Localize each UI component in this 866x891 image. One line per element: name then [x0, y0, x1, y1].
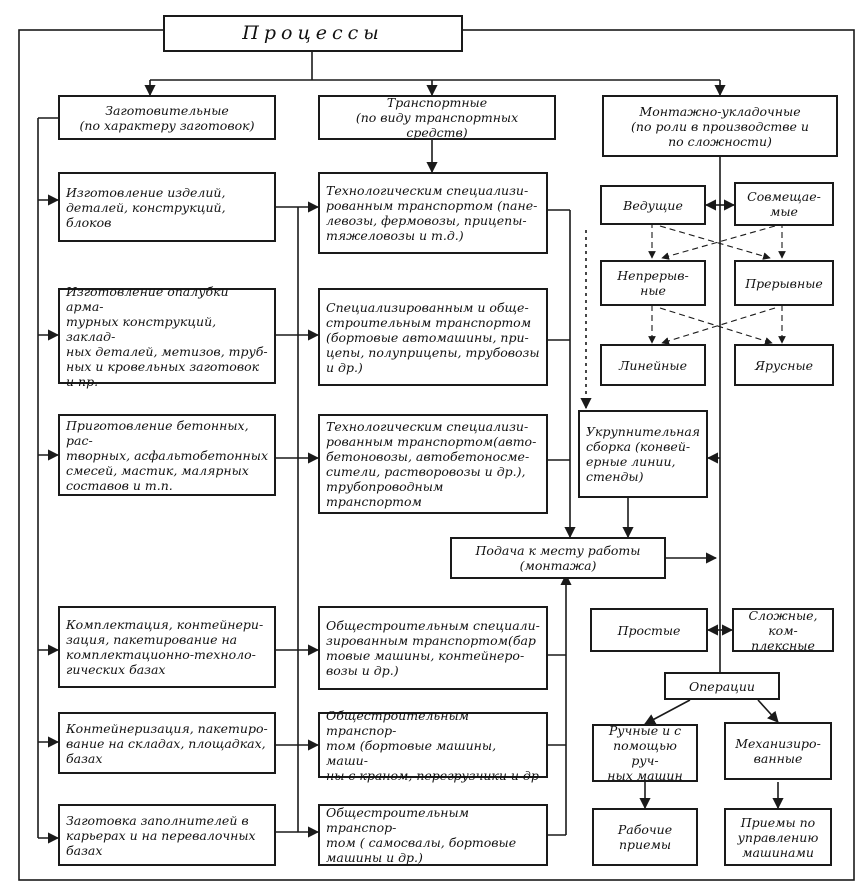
- transport-item-1: Технологическим специализи- рованным тра…: [318, 172, 548, 254]
- operations-box: Операции: [664, 672, 780, 700]
- header-transport: Транспортные (по виду транспортных средс…: [318, 95, 556, 140]
- transport-item-6: Общестроительным транспор- том ( самосва…: [318, 804, 548, 866]
- transport-item-3: Технологическим специализи- рованным тра…: [318, 414, 548, 514]
- procurement-item-5: Контейнеризация, пакетиро- вание на скла…: [58, 712, 276, 774]
- transport-item-5: Общестроительным транспор- том (бортовые…: [318, 708, 548, 783]
- role-combined: Совмещае- мые: [734, 182, 834, 226]
- role-discontinuous: Прерывные: [734, 260, 834, 306]
- role-linear: Линейные: [600, 344, 706, 386]
- role-continuous: Непрерыв- ные: [600, 260, 706, 306]
- procurement-item-6: Заготовка заполнителей в карьерах и на п…: [58, 804, 276, 866]
- role-leading: Ведущие: [600, 185, 706, 225]
- delivery-box: Подача к месту работы (монтажа): [450, 537, 666, 579]
- complexity-complex: Сложные, ком- плексные: [732, 608, 834, 653]
- techniques-machine-control: Приемы по управлению машинами: [724, 808, 832, 866]
- role-tiered: Ярусные: [734, 344, 834, 386]
- header-procurement: Заготовительные (по характеру заготовок): [58, 95, 276, 140]
- techniques-working: Рабочие приемы: [592, 808, 698, 866]
- page-title: Процессы: [163, 15, 463, 52]
- procurement-item-4: Комплектация, контейнери- зация, пакетир…: [58, 606, 276, 688]
- procurement-item-2: Изготовление опалубки арма- турных конст…: [58, 284, 276, 389]
- header-assembly: Монтажно-укладочные (по роли в производс…: [602, 95, 838, 157]
- transport-item-4: Общестроительным специали- зированным тр…: [318, 606, 548, 690]
- complexity-simple: Простые: [590, 608, 708, 652]
- procurement-item-1: Изготовление изделий, деталей, конструкц…: [58, 172, 276, 242]
- operations-manual: Ручные и с помощью руч- ных машин: [592, 723, 698, 783]
- operations-mechanized: Механизиро- ванные: [724, 722, 832, 780]
- transport-item-2: Специализированным и обще- строительным …: [318, 288, 548, 386]
- procurement-item-3: Приготовление бетонных, рас- творных, ас…: [58, 414, 276, 496]
- pre-assembly-box: Укрупнительная сборка (конвей- ерные лин…: [578, 410, 708, 498]
